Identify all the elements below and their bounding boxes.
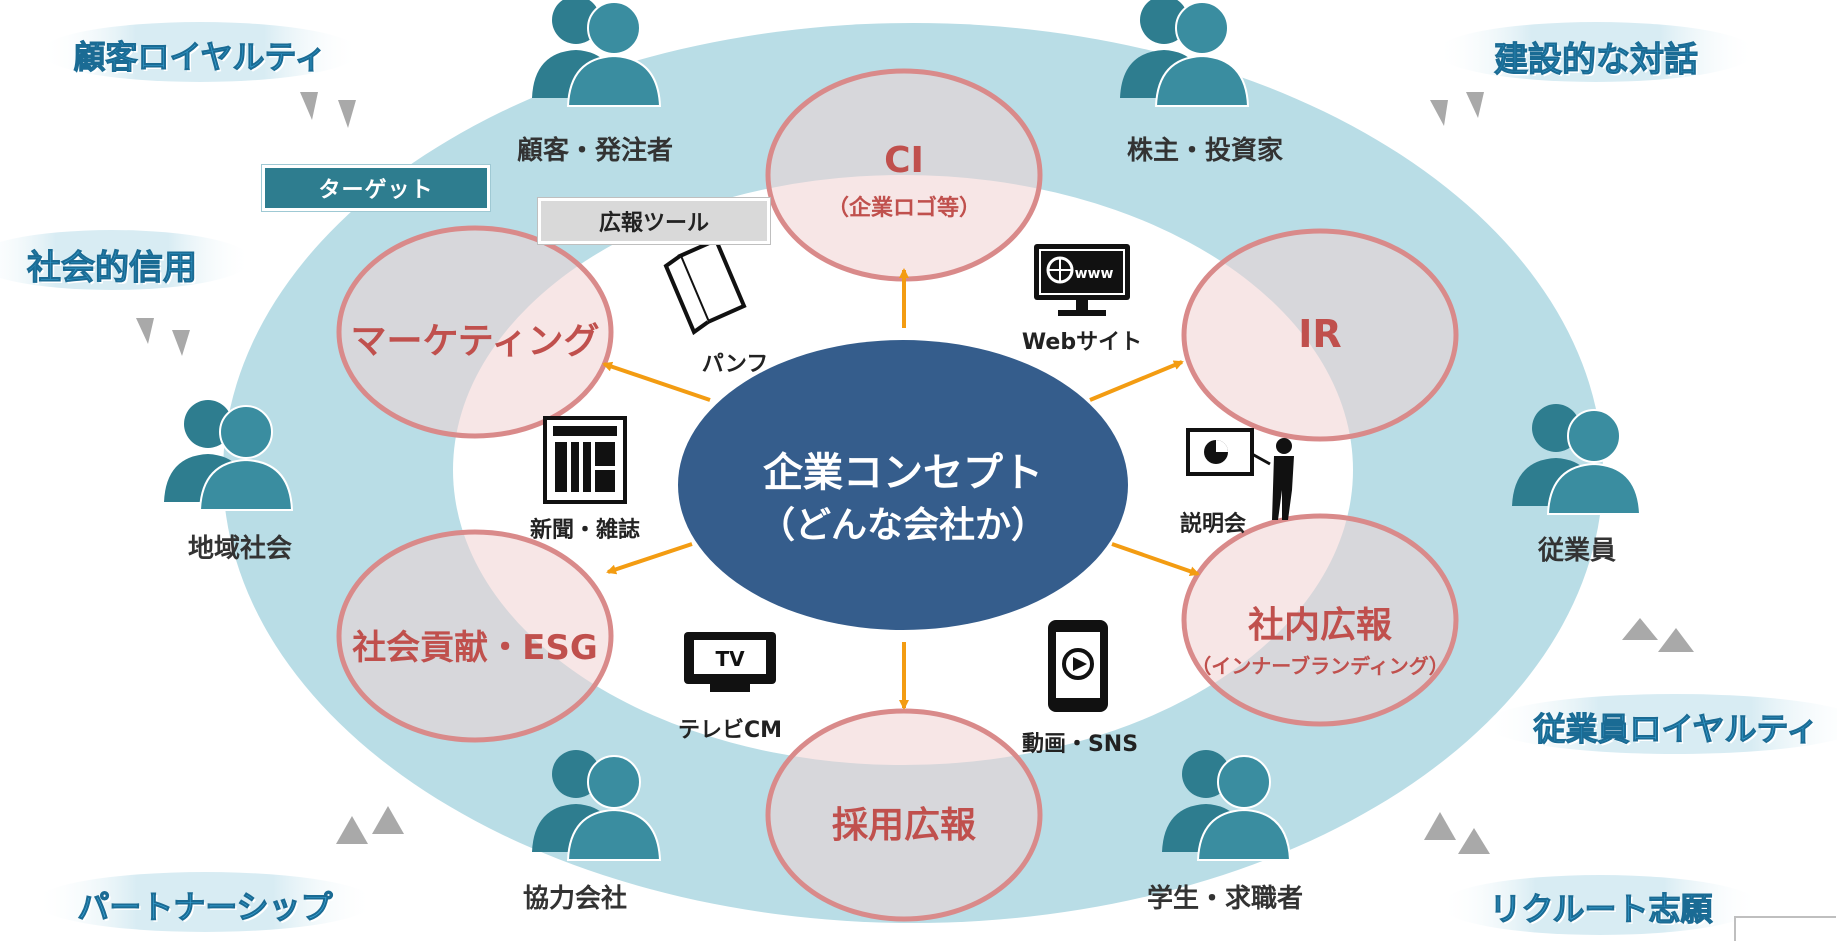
target-shareholder-label: 株主・投資家 [1126, 136, 1283, 166]
function-ci-sub: （企業ロゴ等） [826, 196, 981, 221]
function-ci-title: CI [884, 140, 924, 181]
function-recruit-title: 採用広報 [831, 805, 976, 846]
function-ir-title: IR [1298, 312, 1342, 356]
tool-tag: 広報ツール [538, 198, 770, 244]
target-employee-label: 従業員 [1537, 536, 1616, 566]
function-marketing-title: マーケティング [350, 321, 600, 362]
tool-news-label: 新聞・雑誌 [529, 518, 640, 543]
pamphlet-icon [663, 237, 747, 336]
target-community-label: 地域社会 [187, 534, 292, 564]
tool-briefing-label: 説明会 [1179, 512, 1246, 537]
target-tag: ターゲット [262, 165, 490, 211]
svg-text:www: www [1075, 266, 1114, 282]
person-pair-icon [531, 0, 661, 107]
function-circle-social [336, 529, 614, 743]
function-circle-ir [1181, 228, 1459, 442]
function-circle-internal [1181, 513, 1459, 727]
arrow-to-internal [1111, 542, 1200, 577]
outcome-loyalty-label: 顧客ロイヤルティ [73, 38, 327, 77]
outcome-partnership-label: パートナーシップ [77, 888, 333, 927]
function-internal-sub: （インナーブランディング） [1191, 654, 1449, 678]
tv-icon: TV [684, 632, 776, 692]
center-concept-title: 企業コンセプト [763, 450, 1043, 496]
video-icon [1048, 620, 1108, 712]
function-circle-recruit [765, 708, 1043, 922]
arrow-to-social [606, 542, 693, 575]
tool-video-label: 動画・SNS [1021, 732, 1139, 757]
target-partner-label: 協力会社 [522, 884, 627, 914]
tool-pamphlet-label: パンフ [701, 352, 769, 377]
arrow-to-marketing [602, 361, 711, 402]
tool-tv-label: テレビCM [677, 718, 783, 743]
tool-web-label: Webサイト [1021, 330, 1143, 355]
outcome-recruit-aspiration-label: リクルート志願 [1489, 890, 1713, 929]
web-icon: www [1034, 244, 1130, 316]
function-internal-title: 社内広報 [1247, 605, 1392, 646]
function-circle-marketing [336, 225, 614, 439]
target-customer-label: 顧客・発注者 [516, 136, 673, 166]
arrow-to-ir [1089, 360, 1184, 402]
outcome-dialogue-label: 建設的な対話 [1494, 40, 1699, 81]
outcome-employee-loyalty-label: 従業員ロイヤルティ [1533, 710, 1819, 749]
outcome-trust-label: 社会的信用 [27, 248, 198, 289]
quote-mark-icon [300, 92, 318, 120]
target-student-label: 学生・求職者 [1146, 884, 1303, 914]
newspaper-icon [543, 416, 627, 504]
center-concept-ellipse [678, 340, 1128, 630]
function-social-title: 社会貢献・ESG [352, 628, 598, 668]
svg-text:TV: TV [715, 647, 745, 671]
corner-frame [1734, 916, 1836, 941]
center-concept-subtitle: （どんな会社か） [758, 505, 1047, 546]
briefing-icon [1186, 428, 1294, 520]
